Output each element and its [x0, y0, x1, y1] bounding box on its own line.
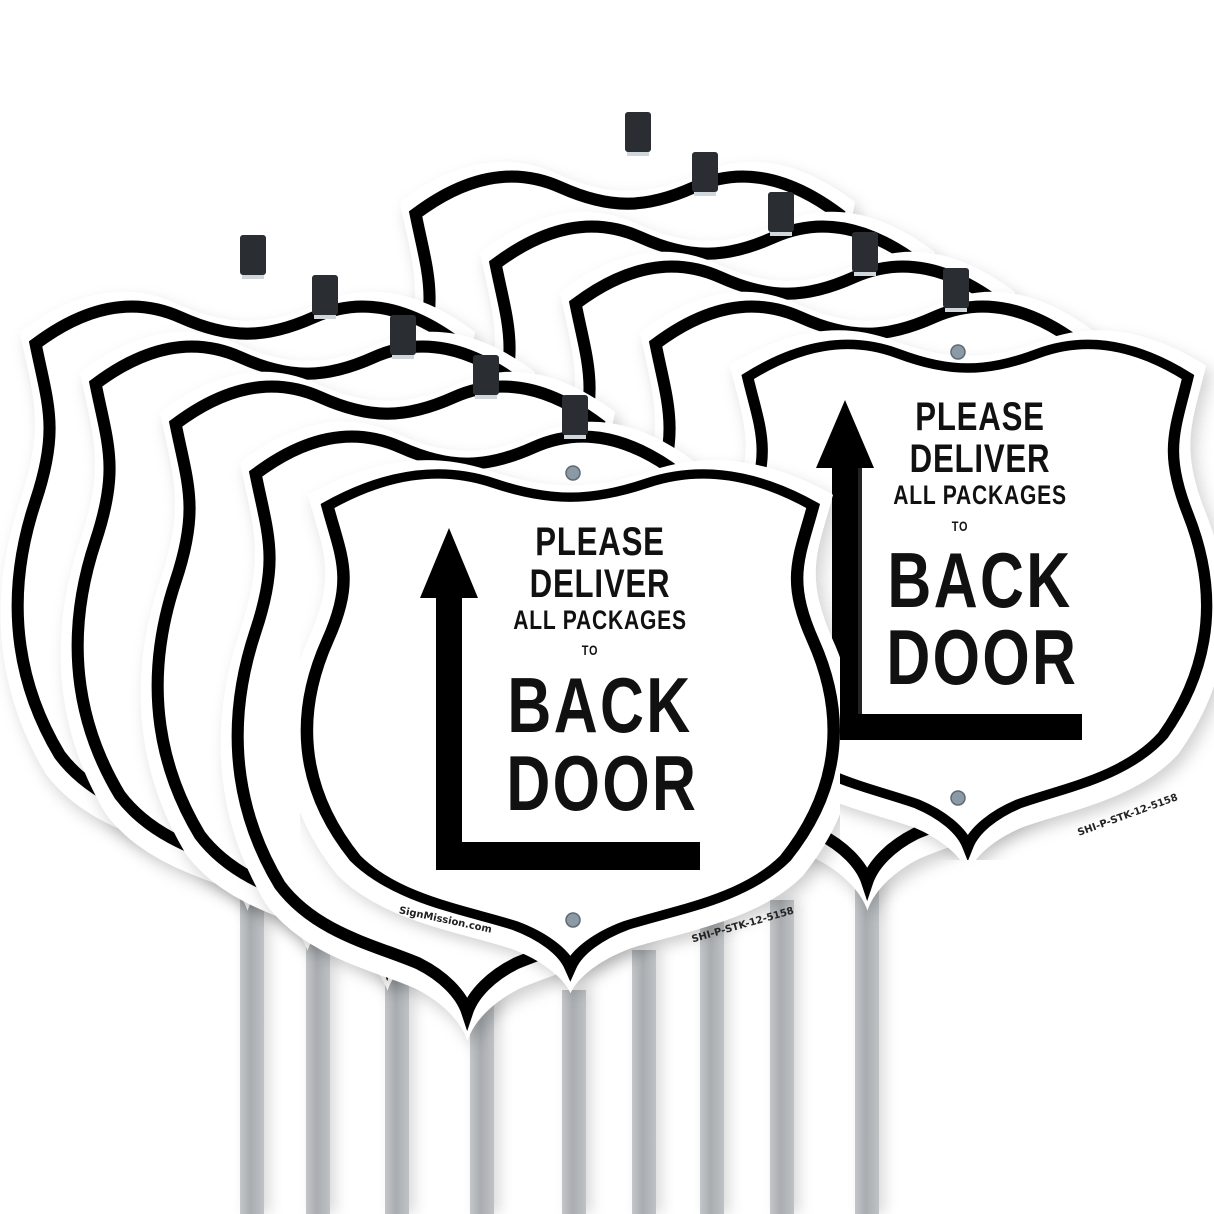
- sign-right-line5: BACK: [887, 536, 1073, 624]
- stake: [855, 850, 879, 1214]
- mount-clip: [390, 315, 416, 359]
- stake: [632, 950, 656, 1214]
- sign-main-line4: TO: [581, 642, 599, 658]
- front-sign-main: [300, 460, 840, 994]
- mount-clip: [562, 395, 588, 439]
- mount-clip: [240, 235, 266, 279]
- sign-right-line1: PLEASE: [915, 395, 1045, 439]
- sign-right-line3: ALL PACKAGES: [893, 480, 1067, 510]
- mount-clip: [692, 152, 718, 196]
- stake: [562, 990, 586, 1214]
- mount-clip: [473, 355, 499, 399]
- mount-clip: [943, 268, 969, 312]
- sign-right-line6: DOOR: [886, 613, 1079, 701]
- stake: [700, 920, 724, 1214]
- screw-icon: [950, 344, 966, 360]
- mount-clip: [312, 275, 338, 319]
- mount-clip: [768, 192, 794, 236]
- screw-icon: [565, 465, 581, 481]
- sign-main-line6: DOOR: [506, 739, 699, 827]
- sign-main-line1: PLEASE: [535, 520, 665, 564]
- sign-main-line3: ALL PACKAGES: [513, 605, 687, 635]
- sign-main-line2: DELIVER: [529, 562, 671, 606]
- stake: [770, 900, 794, 1214]
- sign-main-line5: BACK: [507, 661, 693, 749]
- screw-icon: [565, 912, 581, 928]
- mount-clip: [852, 232, 878, 276]
- up-arrow-corner-icon: [420, 528, 700, 870]
- sign-right-line4: TO: [951, 518, 969, 534]
- mount-clip: [625, 112, 651, 156]
- up-arrow-corner-icon: [816, 400, 1082, 740]
- sign-right-line2: DELIVER: [909, 437, 1051, 481]
- front-sign-right: [720, 330, 1214, 860]
- screw-icon: [950, 790, 966, 806]
